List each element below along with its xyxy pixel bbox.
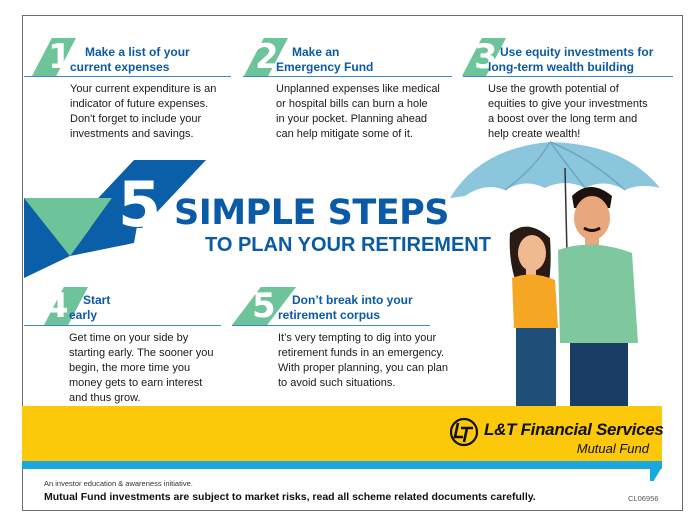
umbrella-canopy <box>450 142 660 198</box>
step-title-line: Make an <box>292 45 340 59</box>
step-number: 1 <box>48 37 72 77</box>
step-title-line: Use equity investments for <box>500 45 654 59</box>
divider <box>463 76 673 77</box>
step-title-line: early <box>69 308 98 322</box>
brand-band <box>22 406 662 461</box>
step-number: 5 <box>252 286 276 326</box>
body-line: Don't forget to include your <box>70 113 202 125</box>
step-body: Unplanned expenses like medical or hospi… <box>276 82 440 142</box>
step-body: Get time on your side by starting early.… <box>69 331 214 406</box>
divider <box>232 325 430 326</box>
body-line: begin, the more time you <box>69 362 191 374</box>
hero-title: SIMPLE STEPS <box>174 193 449 233</box>
step-number: 3 <box>474 37 498 77</box>
step-title-line: Emergency Fund <box>276 60 374 74</box>
couple-with-umbrella-illustration <box>450 141 660 408</box>
body-line: With proper planning, you can plan <box>278 362 448 374</box>
body-line: starting early. The sooner you <box>69 347 214 359</box>
step-body: Your current expenditure is an indicator… <box>70 82 216 142</box>
hero-shapes <box>24 160 206 278</box>
step-title-line: Make a list of your <box>85 45 190 59</box>
lt-logo-icon <box>449 417 479 447</box>
body-line: investments and savings. <box>70 128 194 140</box>
infographic-frame <box>22 15 683 511</box>
body-line: Get time on your side by <box>69 332 189 344</box>
divider <box>24 325 221 326</box>
body-line: in your pocket. Planning ahead <box>276 113 428 125</box>
step-title: Don’t break into your retirement corpus <box>278 293 413 323</box>
step-title: Start early <box>69 293 110 323</box>
body-line: money gets to earn interest <box>69 377 203 389</box>
body-line: equities to give your investments <box>488 98 648 110</box>
body-line: indicator of future expenses. <box>70 98 209 110</box>
hero-number: 5 <box>118 168 162 241</box>
step-title-line: Start <box>83 293 111 307</box>
step-body: Use the growth potential of equities to … <box>488 82 648 142</box>
step-number: 2 <box>255 37 279 77</box>
divider <box>243 76 452 77</box>
body-line: and thus grow. <box>69 392 141 404</box>
brand-stripe <box>22 461 662 469</box>
initiative-note: An investor education & awareness initia… <box>44 479 193 488</box>
body-line: Unplanned expenses like medical <box>276 83 440 95</box>
body-line: Use the growth potential of <box>488 83 619 95</box>
step-title-line: current expenses <box>70 60 170 74</box>
step-title-line: retirement corpus <box>278 308 381 322</box>
step-body: It’s very tempting to dig into your reti… <box>278 331 448 391</box>
document-code: CL06956 <box>628 494 659 503</box>
body-line: help create wealth! <box>488 128 581 140</box>
hero-subtitle: TO PLAN YOUR RETIREMENT <box>205 234 491 256</box>
body-line: or hospital bills can burn a hole <box>276 98 428 110</box>
step-number: 4 <box>45 286 69 326</box>
body-line: can help mitigate some of it. <box>276 128 413 140</box>
brand-name: L&T Financial Services <box>484 420 664 439</box>
step-title: Make a list of your current expenses <box>70 45 190 75</box>
body-line: retirement funds in an emergency. <box>278 347 445 359</box>
step-title-line: long-term wealth building <box>488 60 634 74</box>
brand-subname: Mutual Fund <box>576 441 649 456</box>
body-line: Your current expenditure is an <box>70 83 217 95</box>
body-line: It’s very tempting to dig into your <box>278 332 437 344</box>
disclaimer: Mutual Fund investments are subject to m… <box>44 491 536 503</box>
step-title: Make an Emergency Fund <box>276 45 373 75</box>
step-title: Use equity investments for long-term wea… <box>488 45 653 75</box>
body-line: to avoid such situations. <box>278 377 396 389</box>
divider <box>24 76 231 77</box>
body-line: a boost over the long term and <box>488 113 638 125</box>
step-title-line: Don’t break into your <box>292 293 413 307</box>
